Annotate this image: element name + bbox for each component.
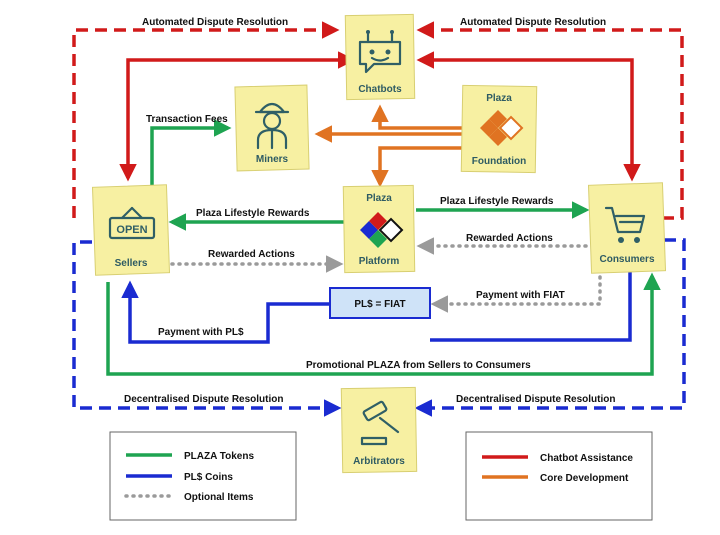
node-arbitrators: Arbitrators [340, 386, 418, 474]
chatbots-label: Chatbots [358, 84, 402, 95]
label-payment-fiat: Payment with FIAT [476, 290, 565, 301]
edge-payment-pl [430, 270, 632, 342]
legend-label-core-development: Core Development [540, 473, 629, 484]
legend-label-optional-items: Optional Items [184, 492, 254, 503]
open-sign-text: OPEN [116, 224, 147, 236]
label-lifestyle-left: Plaza Lifestyle Rewards [196, 208, 310, 219]
node-miners: Miners [234, 84, 310, 172]
node-foundation: Plaza Foundation [460, 84, 538, 174]
shopping-cart-icon [604, 206, 646, 243]
foundation-top-label: Plaza [486, 93, 512, 104]
label-rewarded-right: Rewarded Actions [466, 233, 553, 244]
label-decentral-left: Decentralised Dispute Resolution [124, 394, 283, 405]
foundation-label: Foundation [472, 156, 526, 167]
consumers-label: Consumers [599, 254, 654, 265]
fiat-box: PL$ = FIAT [329, 287, 431, 319]
legend-right: Chatbot Assistance Core Development [465, 431, 653, 521]
label-payment-pl: Payment with PL$ [158, 327, 244, 338]
node-platform: Plaza Platform [342, 184, 416, 274]
label-transaction-fees: Transaction Fees [146, 114, 228, 125]
label-rewarded-left: Rewarded Actions [208, 249, 295, 260]
legend-label-plaza-tokens: PLAZA Tokens [184, 451, 254, 462]
edge-chatbot-consumers [416, 51, 641, 182]
label-auto-dispute-left: Automated Dispute Resolution [142, 17, 288, 28]
edge-decentral-right [414, 238, 686, 417]
edge-auto-dispute-right [416, 21, 684, 220]
edge-transaction-fees [150, 119, 232, 186]
label-auto-dispute-right: Automated Dispute Resolution [460, 17, 606, 28]
legend-label-pl-coins: PL$ Coins [184, 472, 233, 483]
edge-auto-dispute-left [72, 21, 340, 218]
edge-decentral-left [72, 240, 342, 417]
node-chatbots: Chatbots [344, 13, 416, 101]
miners-label: Miners [256, 154, 289, 165]
plaza-logo-icon [480, 110, 524, 146]
platform-top-label: Plaza [366, 193, 392, 204]
arbitrators-label: Arbitrators [353, 456, 405, 467]
sellers-label: Sellers [115, 258, 148, 269]
edge-payment-fiat [430, 268, 602, 313]
robot-face-icon [358, 30, 402, 74]
fiat-box-label: PL$ = FIAT [354, 299, 405, 310]
legend-left: PLAZA Tokens PL$ Coins Optional Items [109, 431, 297, 521]
label-promotional: Promotional PLAZA from Sellers to Consum… [306, 360, 531, 371]
worker-hardhat-icon [254, 102, 290, 150]
open-sign-icon: OPEN [108, 206, 156, 240]
node-sellers: OPEN Sellers [91, 184, 171, 276]
node-consumers: Consumers [587, 182, 667, 274]
edge-foundation-chatbots [371, 104, 462, 130]
label-decentral-right: Decentralised Dispute Resolution [456, 394, 615, 405]
legend-label-chatbot-assistance: Chatbot Assistance [540, 453, 633, 464]
edge-fiat-to-sellers [121, 280, 330, 344]
edge-foundation-platform [371, 146, 462, 188]
edge-chatbot-sellers [119, 51, 356, 182]
edge-promotional [106, 272, 661, 376]
gavel-icon [360, 400, 400, 446]
label-lifestyle-right: Plaza Lifestyle Rewards [440, 196, 554, 207]
platform-label: Platform [359, 256, 400, 267]
plaza-logo-icon [360, 212, 404, 248]
